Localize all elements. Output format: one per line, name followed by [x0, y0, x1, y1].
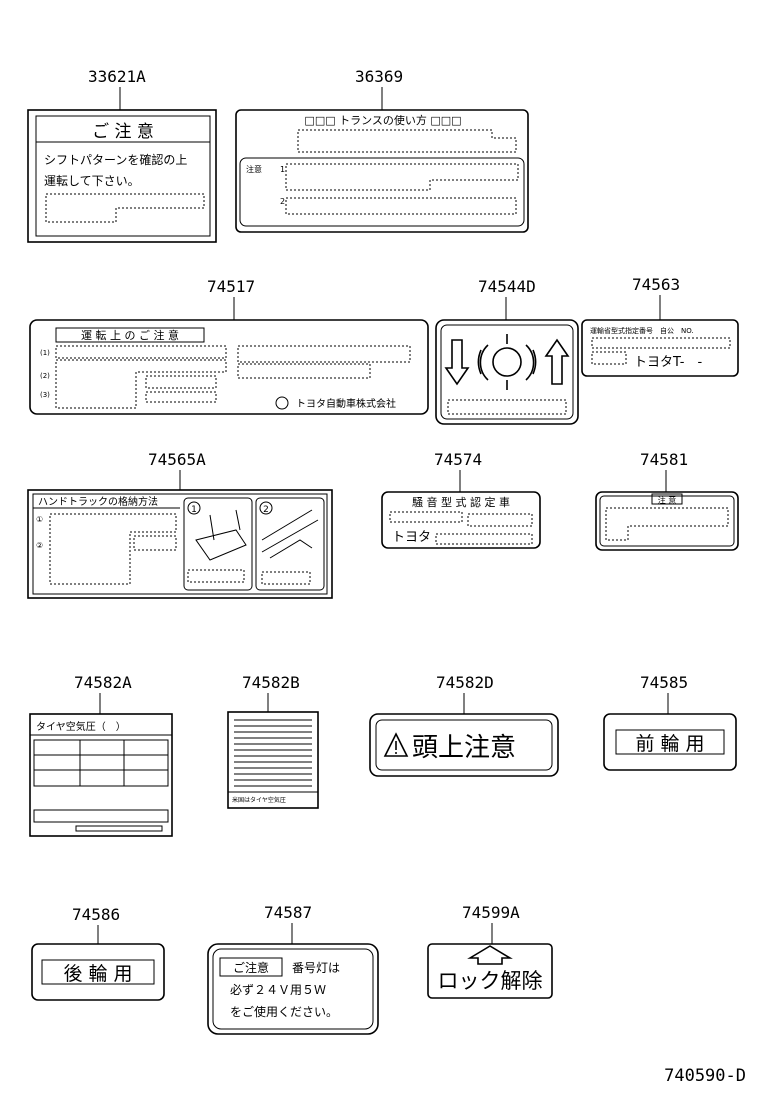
label-74517-item2: (2): [40, 372, 50, 380]
label-74565A-c2: ②: [36, 541, 43, 550]
label-74587-line2: 必ず２４Ｖ用５Ｗ: [230, 983, 326, 997]
part-number-74582A: 74582A: [74, 673, 132, 692]
label-74582B-footer: 米国はタイヤ空気圧: [232, 796, 286, 804]
part-number-74574: 74574: [434, 450, 482, 469]
label-74582D: 74582D 頭上注意: [369, 673, 559, 777]
warning-triangle-icon: [383, 732, 409, 757]
diagram-code: 740590-D: [664, 1066, 746, 1086]
label-74587: 74587 ご注意 番号灯は 必ず２４Ｖ用５Ｗ をご使用ください。: [207, 903, 379, 1035]
label-74585: 74585 前 輪 用: [603, 673, 737, 771]
label-74599A-text: ロック解除: [438, 969, 543, 993]
label-36369-num2: 2: [280, 197, 285, 206]
part-number-74563: 74563: [632, 275, 680, 294]
label-74574-title: 騒 音 型 式 認 定 車: [412, 495, 510, 509]
label-74574-maker: トヨタ: [392, 530, 431, 545]
label-74586-text: 後 輪 用: [63, 963, 132, 985]
svg-text:1: 1: [191, 505, 197, 515]
label-74582A-title: タイヤ空気圧（ ）: [36, 720, 126, 733]
label-74563-line2: トヨタT- -: [634, 355, 702, 370]
label-74517-maker: トヨタ自動車株式会社: [296, 397, 396, 410]
label-74544D: 74544D: [435, 277, 579, 425]
label-74582D-text: 頭上注意: [412, 733, 516, 763]
label-33621A-line2: 運転して下さい。: [44, 174, 140, 188]
label-74517-item1: (1): [40, 349, 50, 357]
label-36369: 36369 □□□ トランスの使い方 □□□ 注意 1 2: [235, 67, 529, 233]
part-number-33621A: 33621A: [88, 67, 146, 86]
part-number-74582D: 74582D: [436, 673, 494, 692]
label-36369-note: 注意: [246, 164, 262, 174]
label-74586: 74586 後 輪 用: [31, 905, 165, 1001]
up-arrow-icon: [467, 945, 513, 965]
label-74563: 74563 運輸省型式指定番号 自公 NO. トヨタT- -: [581, 275, 739, 377]
part-number-74565A: 74565A: [148, 450, 206, 469]
svg-text:2: 2: [263, 505, 269, 515]
part-number-74581: 74581: [640, 450, 688, 469]
label-74587-tag: ご注意: [233, 960, 269, 975]
part-number-74585: 74585: [640, 673, 688, 692]
part-number-74544D: 74544D: [478, 277, 536, 296]
part-number-74582B: 74582B: [242, 673, 300, 692]
label-74517-title: 運 転 上 の ご 注 意: [81, 328, 179, 342]
part-number-74587: 74587: [264, 903, 312, 922]
part-number-36369: 36369: [355, 67, 403, 86]
label-74517: 74517 運 転 上 の ご 注 意 (1) (2) (3) トヨタ自動車株式…: [29, 277, 429, 415]
label-74585-text: 前 輪 用: [635, 733, 704, 755]
part-number-74599A: 74599A: [462, 903, 520, 922]
label-74582A: 74582A タイヤ空気圧（ ）: [29, 673, 173, 837]
label-74565A: 74565A ハンドトラックの格納方法 ① ② 1 2: [27, 450, 333, 599]
label-74582B: 74582B 米国はタイヤ空気圧: [227, 673, 319, 809]
label-74587-line1: 番号灯は: [292, 961, 340, 975]
label-33621A-title: ご 注 意: [92, 122, 154, 142]
label-36369-title: □□□ トランスの使い方 □□□: [304, 113, 461, 127]
label-74565A-title: ハンドトラックの格納方法: [38, 495, 158, 508]
label-74565A-c1: ①: [36, 515, 43, 524]
label-33621A: 33621A ご 注 意 シフトパターンを確認の上 運転して下さい。: [27, 67, 217, 243]
label-33621A-line1: シフトパターンを確認の上: [44, 152, 187, 167]
label-74581: 74581 注 意: [595, 450, 739, 551]
label-36369-num1: 1: [280, 165, 285, 174]
label-74563-line1: 運輸省型式指定番号 自公 NO.: [590, 326, 694, 335]
label-74599A: 74599A ロック解除: [427, 903, 553, 999]
label-74582B-lines: [234, 719, 312, 787]
label-74574: 74574 騒 音 型 式 認 定 車 トヨタ: [381, 450, 541, 549]
part-number-74517: 74517: [207, 277, 255, 296]
label-74517-item3: (3): [40, 391, 50, 399]
part-number-74586: 74586: [72, 905, 120, 924]
label-74581-title: 注 意: [658, 495, 677, 505]
label-74587-line3: をご使用ください。: [230, 1004, 338, 1019]
